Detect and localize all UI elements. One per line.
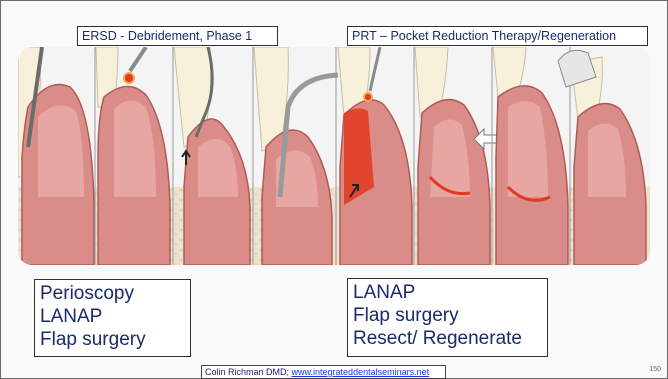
prt-treatments: LANAP Flap surgery Resect/ Regenerate xyxy=(347,278,548,357)
treatment-item: LANAP xyxy=(40,305,185,328)
treatment-item: Resect/ Regenerate xyxy=(353,327,542,350)
treatment-item: Flap surgery xyxy=(353,304,542,327)
page-number: 150 xyxy=(649,366,661,373)
website-link[interactable]: www.integrateddentalseminars.net xyxy=(292,367,430,377)
treatment-item: Perioscopy xyxy=(40,282,185,305)
phase1-header: ERSD - Debridement, Phase 1 xyxy=(77,26,278,46)
prt-header: PRT – Pocket Reduction Therapy/Regenerat… xyxy=(347,26,648,46)
credit-line: Colin Richman DMD; www.integrateddentals… xyxy=(201,365,446,379)
treatment-item: LANAP xyxy=(353,281,542,304)
gum-pocket-illustration xyxy=(18,47,650,265)
dental-illustration-strip xyxy=(18,47,650,265)
phase1-treatments: Perioscopy LANAP Flap surgery xyxy=(34,279,191,357)
treatment-item: Flap surgery xyxy=(40,328,185,351)
author-name: Colin Richman DMD; xyxy=(205,367,292,377)
